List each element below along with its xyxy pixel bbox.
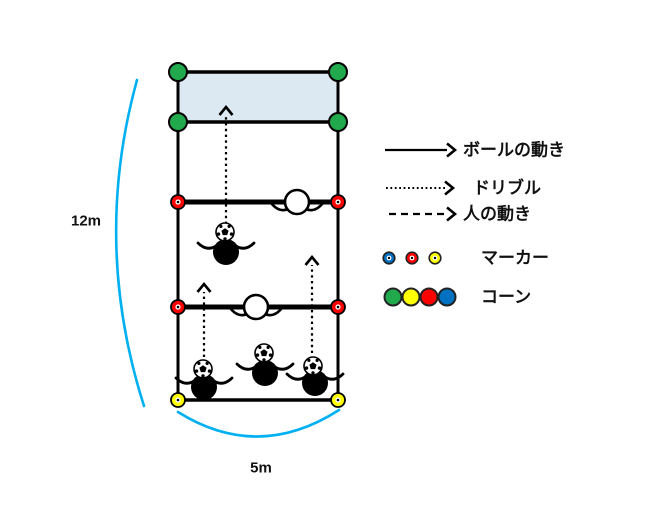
training-grid [176, 70, 340, 402]
arrowhead-icon [445, 206, 457, 222]
legend-label: コーン [481, 288, 531, 307]
dribble-arrow [218, 105, 234, 224]
legend-item-player-movement: 人の動き [389, 204, 531, 224]
red-marker [170, 194, 186, 210]
legend-item-cone: コーン [383, 287, 531, 307]
red-marker [330, 194, 346, 210]
dimensions: 12m 5m [71, 78, 341, 477]
height-dimension-label: 12m [71, 213, 101, 230]
green-cone-icon [383, 287, 403, 307]
yellow-marker [170, 392, 186, 408]
soccer-ball-icon [193, 359, 213, 379]
red-marker [330, 299, 346, 315]
dribble-arrows [196, 105, 320, 357]
attacker-player [235, 358, 295, 388]
width-dimension-arc [176, 408, 341, 438]
soccer-ball-icon [215, 222, 235, 242]
blue-cone-icon [437, 287, 457, 307]
soccer-ball-icon [303, 356, 323, 376]
width-dimension-label: 5m [250, 460, 272, 477]
legend-label: ドリブル [473, 178, 541, 198]
yellow-marker [330, 392, 346, 408]
legend-label: 人の動き [463, 204, 531, 224]
red-marker [170, 299, 186, 315]
legend: ボールの動き ドリブル 人の動き [382, 140, 565, 307]
yellow-cone-icon [401, 287, 421, 307]
cones [168, 62, 348, 132]
yellow-marker-icon [428, 251, 442, 265]
height-dimension-arc [114, 78, 146, 408]
green-cone [168, 112, 188, 132]
legend-item-marker: マーカー [382, 249, 549, 268]
arrowhead-icon [445, 142, 457, 158]
legend-item-ball-movement: ボールの動き [385, 140, 565, 160]
markers [170, 194, 346, 408]
red-cone-icon [419, 287, 439, 307]
red-marker-icon [405, 251, 419, 265]
arrowhead-icon [443, 180, 455, 196]
attacker-player [196, 237, 256, 267]
soccer-ball-icon [254, 343, 274, 363]
legend-item-dribble: ドリブル [386, 178, 541, 198]
dribble-arrow [196, 282, 212, 357]
target-zone [178, 72, 338, 122]
green-cone [168, 62, 188, 82]
blue-marker-icon [382, 251, 396, 265]
green-cone [328, 112, 348, 132]
legend-label: ボールの動き [463, 140, 565, 160]
legend-label: マーカー [481, 249, 549, 268]
green-cone [328, 62, 348, 82]
